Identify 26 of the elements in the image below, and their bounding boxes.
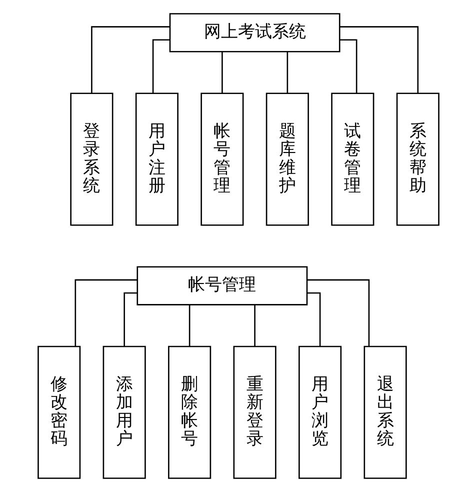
node-box: 用户注册 bbox=[134, 92, 178, 226]
node-box: 帐号管理 bbox=[136, 266, 308, 306]
node-box: 退出系统 bbox=[363, 346, 406, 479]
connector bbox=[221, 52, 222, 94]
node-box: 帐号管理 bbox=[200, 92, 244, 226]
connector bbox=[286, 52, 288, 94]
connector bbox=[74, 279, 137, 346]
connector bbox=[90, 26, 170, 94]
node-box: 试卷管理 bbox=[330, 92, 374, 226]
node-box: 题库维护 bbox=[265, 92, 308, 226]
node-box: 修改密码 bbox=[37, 346, 80, 479]
connector bbox=[306, 292, 320, 346]
node-box: 用户浏览 bbox=[298, 346, 342, 479]
connector bbox=[306, 279, 370, 346]
node-box: 登录系统 bbox=[70, 92, 113, 226]
node-box: 重新登录 bbox=[232, 346, 276, 479]
node-box: 添加用户 bbox=[102, 346, 146, 479]
node-box: 网上考试系统 bbox=[168, 13, 340, 52]
node-box: 删除帐号 bbox=[168, 346, 211, 479]
connector bbox=[339, 39, 357, 94]
connector bbox=[254, 305, 255, 346]
node-box: 系统帮助 bbox=[396, 92, 439, 226]
connector bbox=[123, 292, 137, 346]
connector bbox=[339, 26, 418, 94]
connector bbox=[188, 305, 190, 346]
connector bbox=[152, 39, 170, 94]
